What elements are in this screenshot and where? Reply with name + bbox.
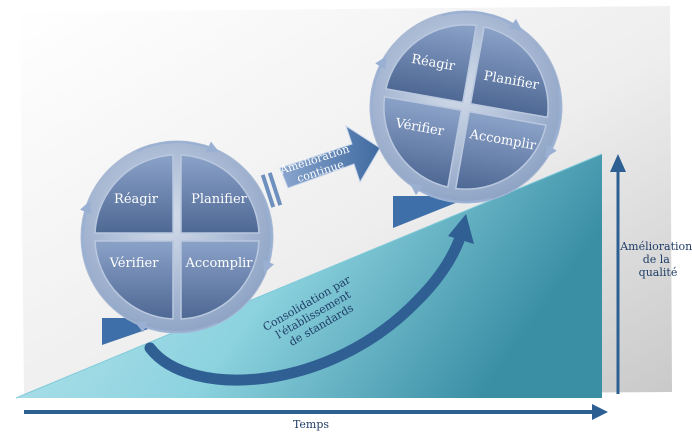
quadrant-reagir [94, 154, 174, 234]
cycle-arrow-left [370, 56, 387, 126]
label-reagir: Réagir [114, 192, 159, 207]
label-planifier: Planifier [191, 192, 248, 207]
cycle-ring [80, 140, 274, 334]
quality-label-line2: de la [643, 253, 671, 266]
quadrant-verifier [383, 95, 463, 188]
quality-label-line3: qualité [639, 266, 678, 279]
time-axis-arrowhead [592, 404, 608, 420]
cycle-arrow-right [545, 88, 562, 158]
quadrant-accomplir [180, 240, 260, 320]
consolidation-curve-arrow [144, 226, 468, 386]
cycle-arrow-right [262, 202, 275, 274]
quadrant-accomplir [454, 110, 547, 190]
quadrant-planifier [469, 26, 549, 119]
quadrant-reagir [385, 24, 478, 104]
quality-axis-label: Amélioration de la qualité [619, 240, 692, 279]
cycle-arrow-bottom [409, 183, 491, 203]
cycle-arrow-left [79, 200, 92, 272]
quadrant-verifier [94, 240, 174, 320]
pdca-cycle-left: Réagir Planifier Vérifier Accomplir [79, 140, 275, 334]
label-verifier: Vérifier [109, 256, 160, 271]
quality-label-line1: Amélioration [619, 240, 692, 253]
cycle-arrow-bottom [134, 321, 218, 333]
quadrant-planifier [180, 154, 260, 234]
quality-axis-arrowhead [610, 154, 626, 172]
consolidation-arrowhead [448, 214, 474, 244]
label-accomplir: Accomplir [185, 256, 254, 271]
cycle-arrow-top [441, 11, 523, 31]
wedge-right [393, 196, 473, 228]
pdca-cycle-right: Réagir Planifier Vérifier Accomplir [369, 10, 563, 204]
time-axis-label: Temps [293, 418, 329, 431]
cycle-arrow-top [136, 141, 220, 153]
